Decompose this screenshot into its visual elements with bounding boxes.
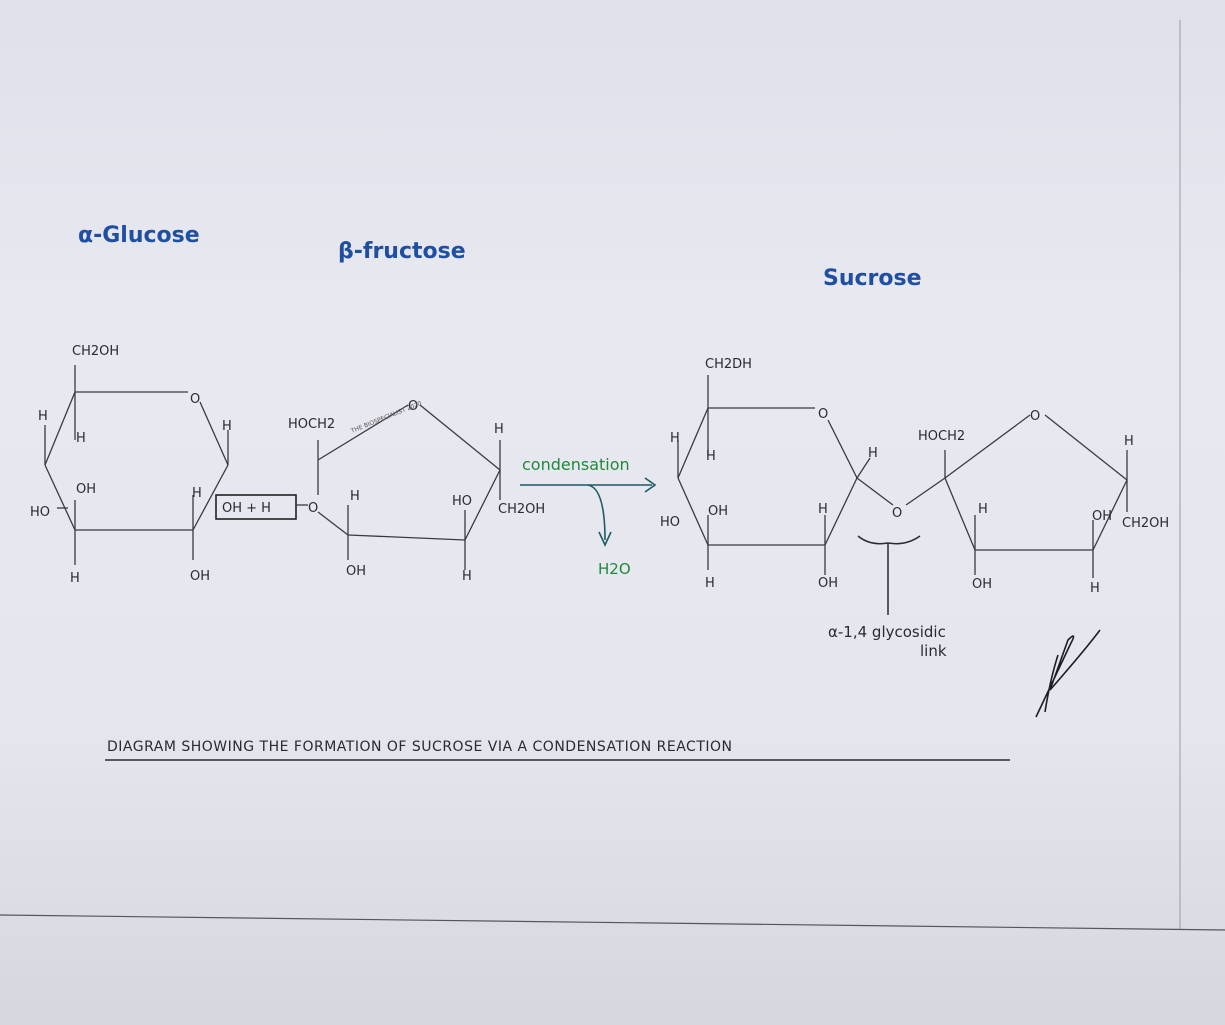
glucose-title: α-Glucose (78, 223, 200, 248)
water-label: H2O (598, 560, 631, 578)
sucrose-ring-o: O (818, 407, 828, 422)
glucose-structure (44, 365, 229, 565)
condensation-label: condensation (522, 455, 630, 474)
fructose-h-inner: H (350, 489, 360, 504)
glucose-h-c2: H (192, 486, 202, 501)
sucrose-oh-c2: OH (818, 576, 838, 591)
caption: DIAGRAM SHOWING THE FORMATION OF SUCROSE… (107, 739, 733, 755)
fructose-h-bottom: H (462, 569, 472, 584)
sucrose-h-c1: H (868, 446, 878, 461)
fructose-hoch2: HOCH2 (288, 417, 335, 432)
glucose-ho: HO (30, 505, 50, 520)
glucose-oh-bottom: OH (190, 569, 210, 584)
sucrose-oh-bottom2: OH (972, 577, 992, 592)
water-arrow (587, 484, 606, 541)
glucose-h-c1: H (222, 419, 232, 434)
signature (1035, 629, 1101, 718)
sucrose-h-right: H (1124, 434, 1134, 449)
sucrose-fructose-structure (905, 414, 1128, 578)
sucrose-h-inner2: H (978, 502, 988, 517)
glycosidic-brace (857, 535, 921, 545)
sucrose-fru-ring-o: O (1030, 409, 1040, 424)
glucose-h-bottom: H (70, 571, 80, 586)
sucrose-h-inner: H (706, 449, 716, 464)
fructose-o-link: O (308, 501, 318, 516)
sucrose-title: Sucrose (823, 266, 922, 291)
fructose-title: β-fructose (338, 239, 466, 264)
watermark-text: THE BIOSPECIALIST 2020 (349, 400, 423, 435)
sucrose-h-left: H (670, 431, 680, 446)
glucose-ch2oh: CH2OH (72, 344, 119, 359)
condensation-arrowhead (644, 477, 657, 493)
reaction-box-text: OH + H (222, 501, 271, 516)
sucrose-oh-right: OH (1092, 509, 1112, 524)
fructose-ho-right: HO (452, 494, 472, 509)
glucose-ring-o: O (190, 392, 200, 407)
sucrose-h-c2: H (818, 502, 828, 517)
sucrose-ch2oh: CH2DH (705, 357, 752, 372)
glucose-h-left: H (38, 409, 48, 424)
fructose-oh-bottom: OH (346, 564, 366, 579)
sucrose-ho: HO (660, 515, 680, 530)
sucrose-glucose-structure (677, 375, 894, 575)
water-arrowhead (598, 531, 612, 547)
fructose-h-right: H (494, 422, 504, 437)
sucrose-oh-inner: OH (708, 504, 728, 519)
fructose-ch2oh: CH2OH (498, 502, 545, 517)
fructose-structure (296, 404, 501, 570)
fructose-ring-o: O (408, 399, 418, 414)
frame-bottom-edge (0, 914, 1225, 931)
sucrose-h-bottom2: H (1090, 581, 1100, 596)
sucrose-hoch2: HOCH2 (918, 429, 965, 444)
glucose-h-inner: H (76, 431, 86, 446)
sucrose-ch2oh-right: CH2OH (1122, 516, 1169, 531)
sucrose-link-o: O (892, 506, 902, 521)
glucose-oh-inner: OH (76, 482, 96, 497)
sucrose-h-bottom: H (705, 576, 715, 591)
glycosidic-label-line2: link (920, 642, 947, 660)
reaction-box (215, 494, 297, 520)
glycosidic-label-line1: α-1,4 glycosidic (828, 623, 946, 641)
